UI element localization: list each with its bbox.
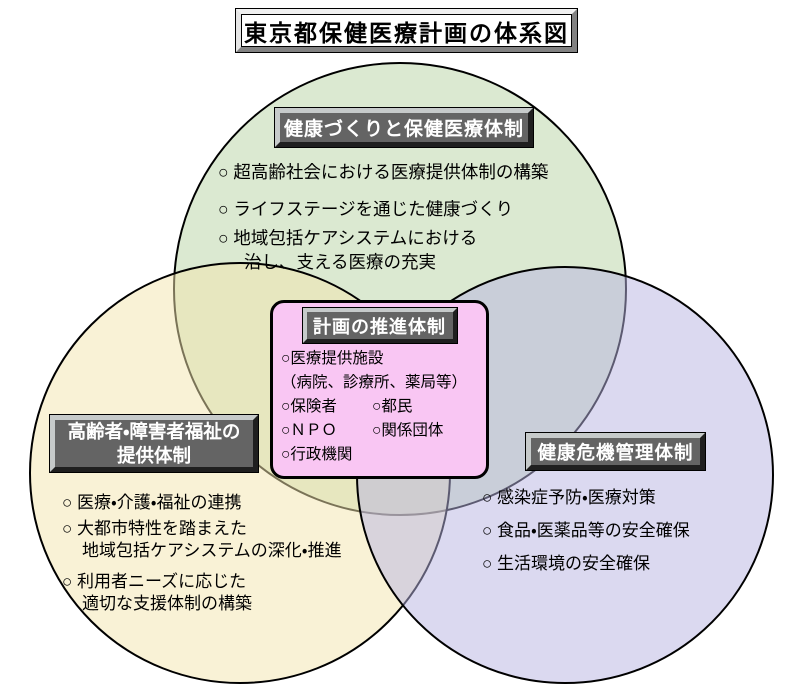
list-item: ○関係団体 [372, 422, 444, 439]
diagram-title: 東京都保健医療計画の体系図 [241, 14, 572, 47]
list-item-continuation: 治し、支える医療の充実 [244, 252, 436, 272]
list-item-continuation: 地域包括ケアシステムの深化・推進 [82, 541, 342, 560]
list-item: ○ 食品・医薬品等の安全確保 [482, 521, 690, 540]
list-item: ○ 大都市特性を踏まえた [62, 519, 247, 538]
list-item: ○ 超高齢社会における医療提供体制の構築 [218, 162, 549, 182]
header-health-crisis: 健康危機管理体制 [525, 432, 706, 471]
header-elderly-welfare-line1: 高齢者・障害者福祉の [67, 421, 241, 443]
list-item-continuation: （病院、診療所、薬局等） [281, 374, 468, 391]
list-item: ○ 生活環境の安全確保 [482, 554, 650, 573]
list-item: ○ 地域包括ケアシステムにおける [218, 228, 478, 248]
header-elderly-welfare: 高齢者・障害者福祉の 提供体制 [49, 414, 259, 473]
list-item: ○行政機関 [281, 446, 353, 463]
list-item-row: ○ＮＰＯ ○関係団体 [281, 419, 486, 443]
plan-promotion-box: 計画の推進体制 ○医療提供施設 （病院、診療所、薬局等） ○保険者 ○都民 ○Ｎ… [270, 300, 489, 479]
list-item: ○都民 [372, 398, 413, 415]
list-item: ○ 医療・介護・福祉の連携 [62, 493, 242, 512]
list-item: ○ＮＰＯ [281, 422, 337, 439]
list-item-continuation: 適切な支援体制の構築 [82, 594, 252, 613]
header-elderly-welfare-line2: 提供体制 [116, 444, 191, 466]
list-item: ○ ライフステージを通じた健康づくり [218, 199, 514, 219]
diagram-title-frame: 東京都保健医療計画の体系図 [235, 8, 578, 53]
plan-promotion-items: ○医療提供施設 （病院、診療所、薬局等） ○保険者 ○都民 ○ＮＰＯ ○関係団体… [273, 347, 486, 467]
header-health-promotion: 健康づくりと保健医療体制 [274, 107, 534, 148]
list-item: ○ 感染症予防・医療対策 [482, 488, 656, 507]
header-plan-promotion: 計画の推進体制 [301, 307, 458, 344]
list-item-row: ○保険者 ○都民 [281, 395, 486, 419]
list-item: ○保険者 [281, 398, 337, 415]
elderly-welfare-items: ○ 医療・介護・福祉の連携 ○ 大都市特性を踏まえた 地域包括ケアシステムの深化… [62, 492, 342, 615]
list-item: ○医療提供施設 [281, 350, 384, 367]
health-promotion-items: ○ 超高齢社会における医療提供体制の構築 ○ ライフステージを通じた健康づくり … [218, 160, 548, 274]
health-crisis-items: ○ 感染症予防・医療対策 ○ 食品・医薬品等の安全確保 ○ 生活環境の安全確保 [482, 487, 690, 575]
list-item: ○ 利用者ニーズに応じた [62, 572, 247, 591]
